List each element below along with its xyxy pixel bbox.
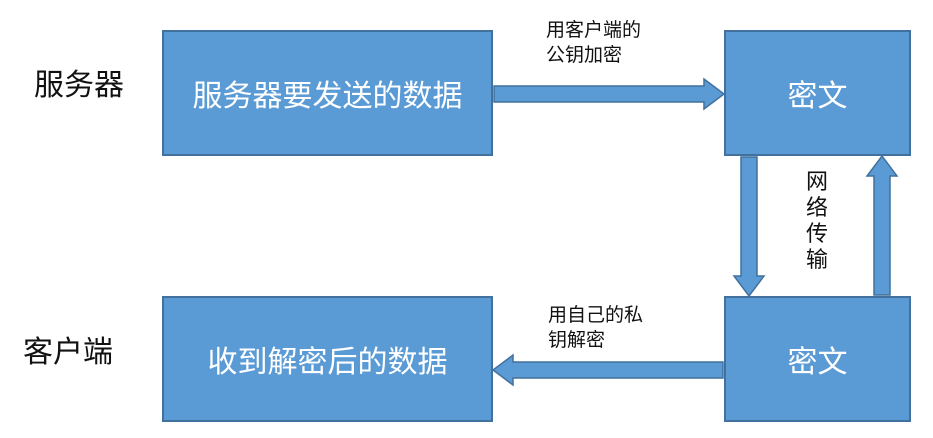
decrypt-note-line1: 用自己的私 bbox=[548, 304, 644, 326]
decrypt-note: 用自己的私 钥解密 bbox=[548, 303, 643, 353]
encrypt-note-line1: 用客户端的 bbox=[546, 19, 642, 41]
server-label: 服务器 bbox=[34, 68, 124, 103]
network-up-arrow bbox=[865, 154, 899, 296]
client-data-box: 收到解密后的数据 bbox=[162, 296, 493, 422]
ciphertext-top-text: 密文 bbox=[787, 79, 848, 114]
server-data-text: 服务器要发送的数据 bbox=[192, 79, 463, 114]
encrypt-note-line2: 公钥加密 bbox=[546, 44, 623, 66]
ciphertext-bottom-box: 密文 bbox=[724, 296, 911, 422]
ciphertext-top-box: 密文 bbox=[724, 30, 911, 156]
encrypt-note: 用客户端的 公钥加密 bbox=[546, 18, 641, 68]
client-data-text: 收到解密后的数据 bbox=[207, 345, 448, 380]
server-data-box: 服务器要发送的数据 bbox=[162, 30, 493, 156]
decrypt-note-line2: 钥解密 bbox=[548, 329, 606, 351]
ciphertext-bottom-text: 密文 bbox=[787, 345, 848, 380]
network-down-arrow bbox=[732, 156, 766, 298]
decrypt-arrow bbox=[491, 353, 724, 387]
encrypt-arrow bbox=[493, 77, 726, 111]
client-label: 客户端 bbox=[23, 335, 113, 370]
network-note: 网络传输 bbox=[805, 170, 828, 273]
